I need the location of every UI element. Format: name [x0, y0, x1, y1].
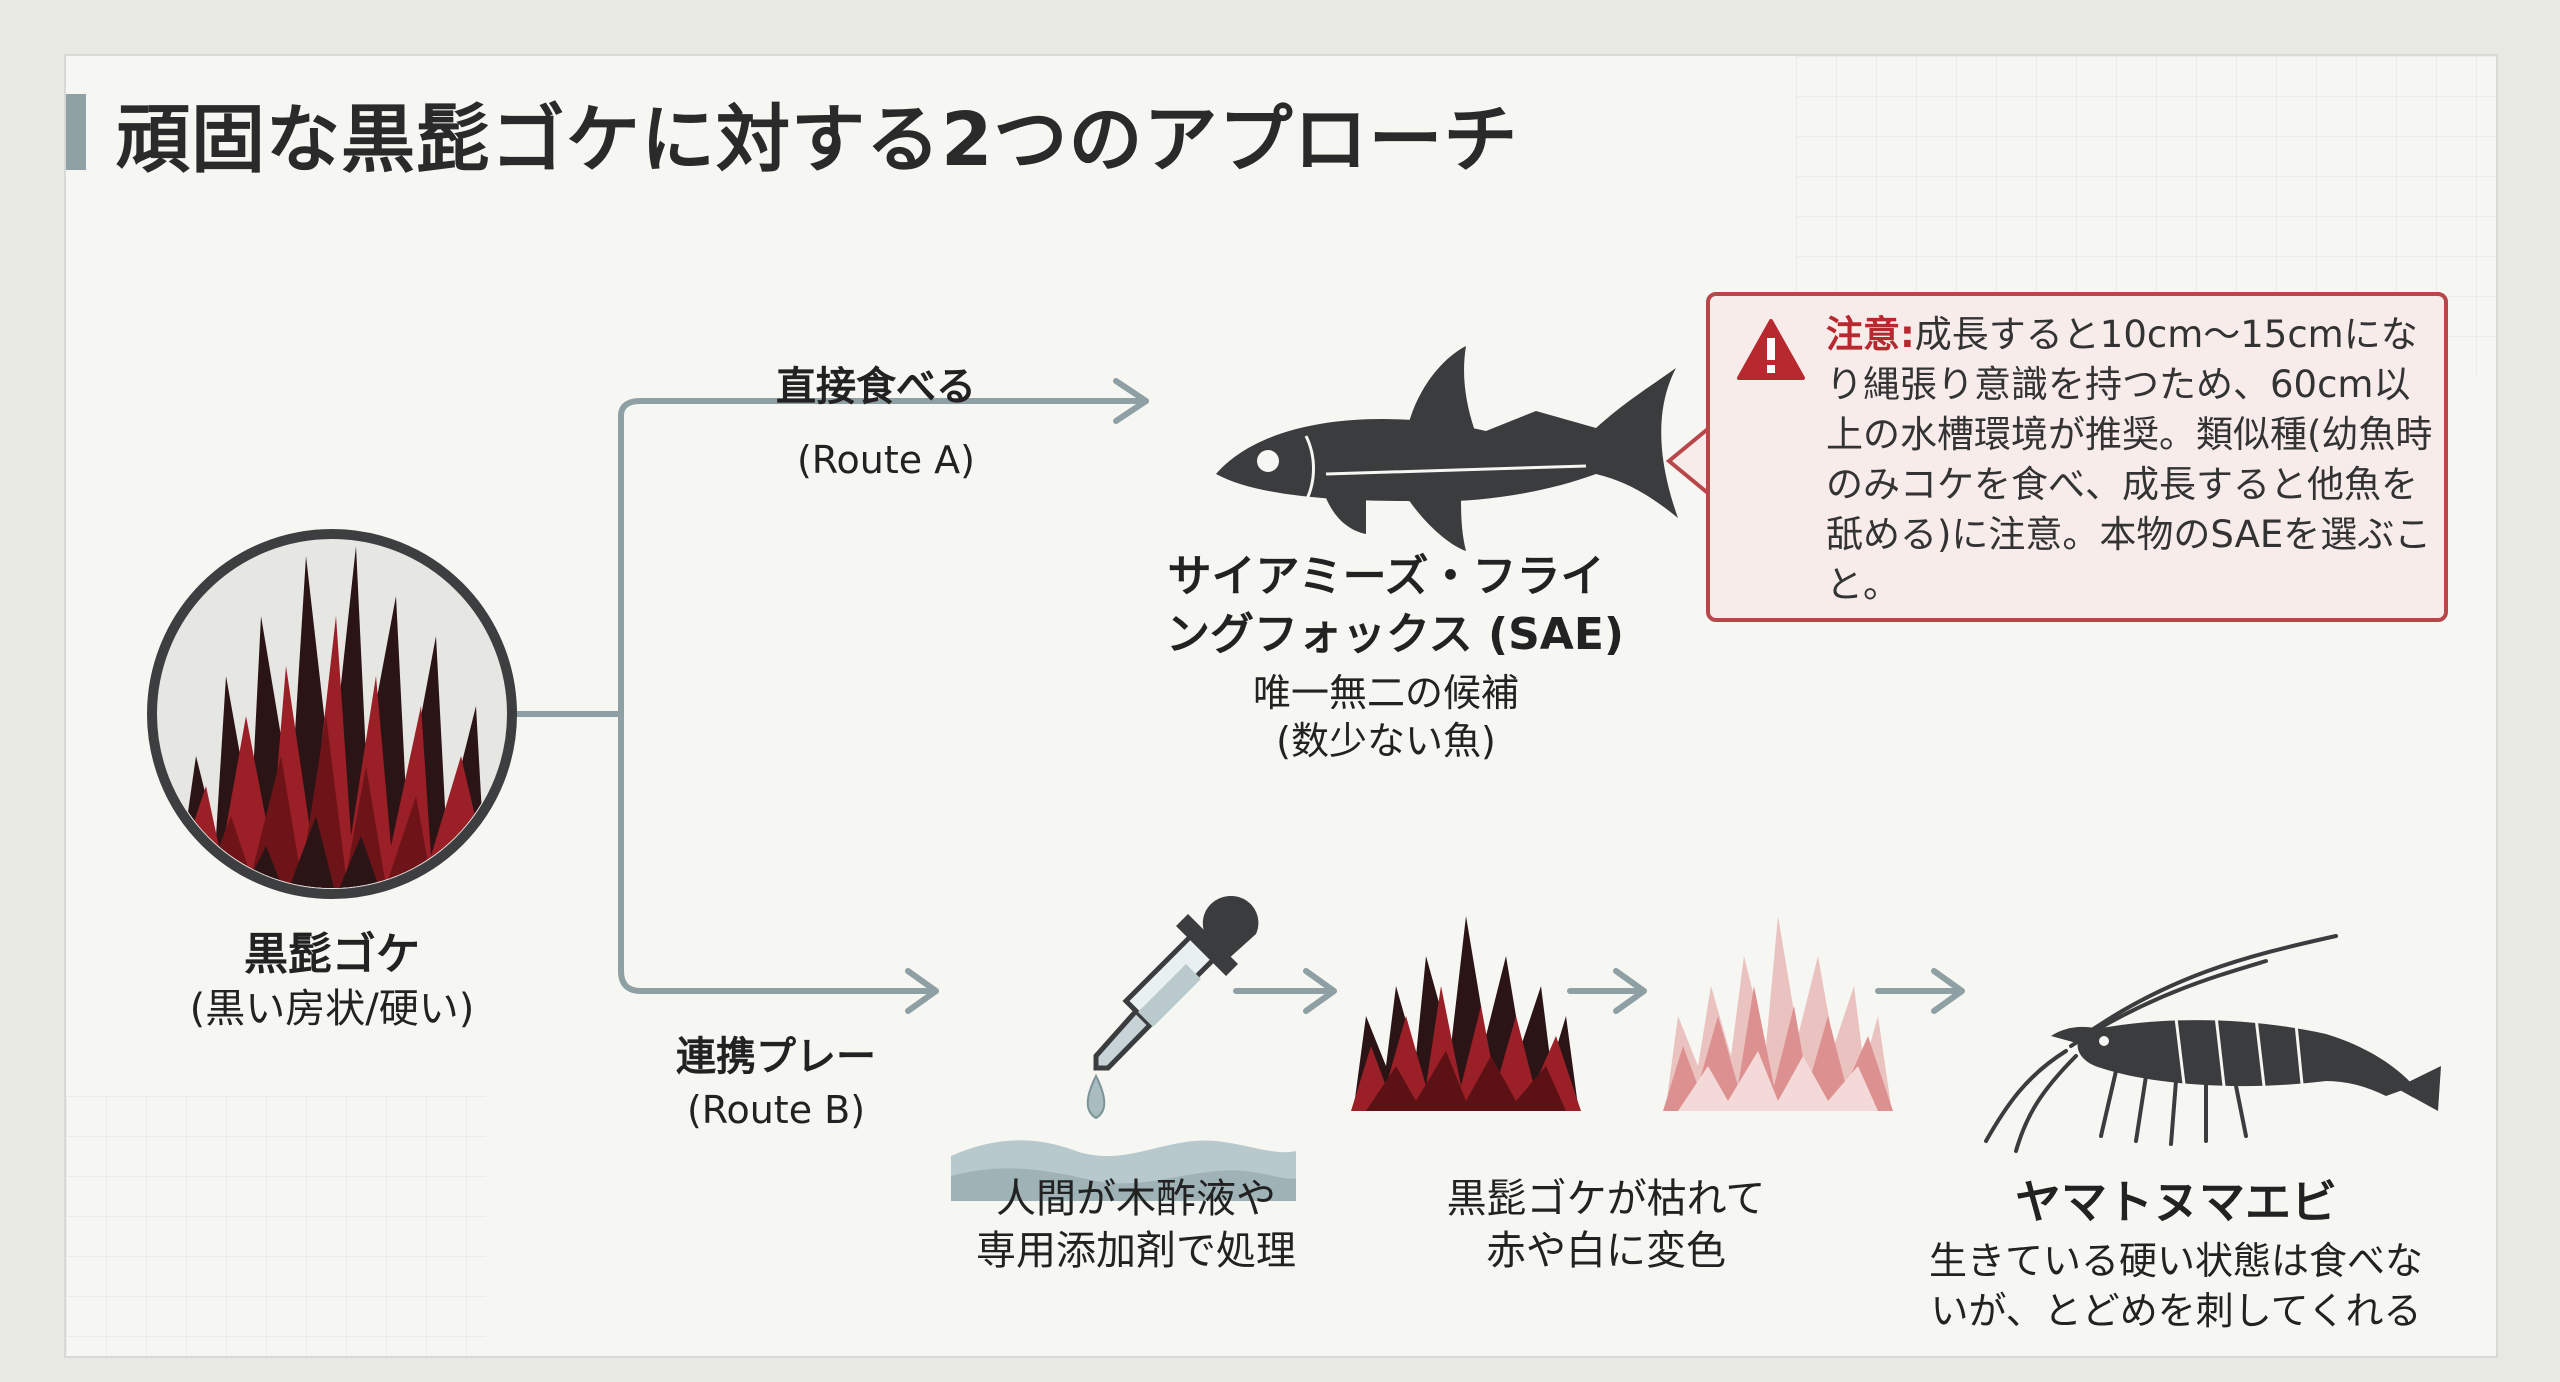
water-icon — [951, 1140, 1296, 1201]
sae-fish-icon — [1216, 346, 1678, 551]
shrimp-desc-line1: 生きている硬い状態は食べな — [1928, 1239, 2423, 1283]
shrimp-desc-line2: いが、とどめを刺してくれる — [1930, 1289, 2422, 1333]
title-accent-bar — [66, 94, 86, 170]
warning-label: 注意: — [1826, 313, 1915, 356]
flow-diagram — [147, 346, 2441, 1201]
warning-triangle-icon — [1737, 319, 1805, 380]
fish-name-line2: ングフォックス (SAE) — [1166, 609, 1625, 660]
arrow-step1-to-step2 — [1233, 968, 1337, 1014]
arrow-step3-to-shrimp — [1875, 968, 1965, 1014]
route-a-label: 直接食べる — [776, 364, 976, 410]
step2-text-line1: 黒髭ゴケが枯れて — [1446, 1176, 1766, 1222]
warning-body: 成長すると10cm〜15cmになり縄張り意識を持つため、60cm以上の水槽環境が… — [1826, 313, 2433, 606]
shrimp-name: ヤマトヌマエビ — [2015, 1175, 2337, 1229]
dropper-icon — [1086, 896, 1259, 1120]
arrow-step2-to-step3 — [1567, 968, 1647, 1014]
arrow-to-step1 — [905, 968, 939, 1014]
fish-desc-line2: (数少ない魚) — [1276, 719, 1496, 763]
yamato-shrimp-icon — [1984, 934, 2441, 1153]
source-description: (黒い房状/硬い) — [189, 986, 475, 1032]
step1-text-line1: 人間が木酢液や — [996, 1176, 1276, 1222]
discolored-algae-icon — [1663, 916, 1893, 1111]
route-b-tag: (Route B) — [686, 1088, 866, 1132]
black-beard-algae-icon — [147, 529, 517, 899]
page-title: 頑固な黒髭ゴケに対する2つのアプローチ — [116, 97, 1519, 183]
diagram-canvas: 頑固な黒髭ゴケに対する2つのアプローチ — [64, 54, 2498, 1358]
step1-text-line2: 専用添加剤で処理 — [976, 1228, 1296, 1274]
warning-text: 注意:成長すると10cm〜15cmになり縄張り意識を持つため、60cm以上の水槽… — [1826, 310, 2438, 610]
route-a-tag: (Route A) — [796, 438, 976, 482]
withering-algae-icon — [1351, 916, 1581, 1111]
decorative-grid — [66, 1096, 486, 1356]
route-b-label: 連携プレー — [676, 1034, 876, 1080]
source-name: 黒髭ゴケ — [244, 929, 420, 980]
warning-box — [1706, 292, 2448, 622]
step2-text-line2: 赤や白に変色 — [1486, 1228, 1726, 1274]
fish-name-line1: サイアミーズ・フライ — [1167, 551, 1605, 602]
arrow-to-fish — [1113, 378, 1149, 424]
branch-connector — [511, 398, 1149, 994]
fish-desc-line1: 唯一無二の候補 — [1252, 671, 1519, 715]
warning-pointer — [1665, 424, 1712, 498]
arrow-heads — [905, 378, 1965, 1014]
